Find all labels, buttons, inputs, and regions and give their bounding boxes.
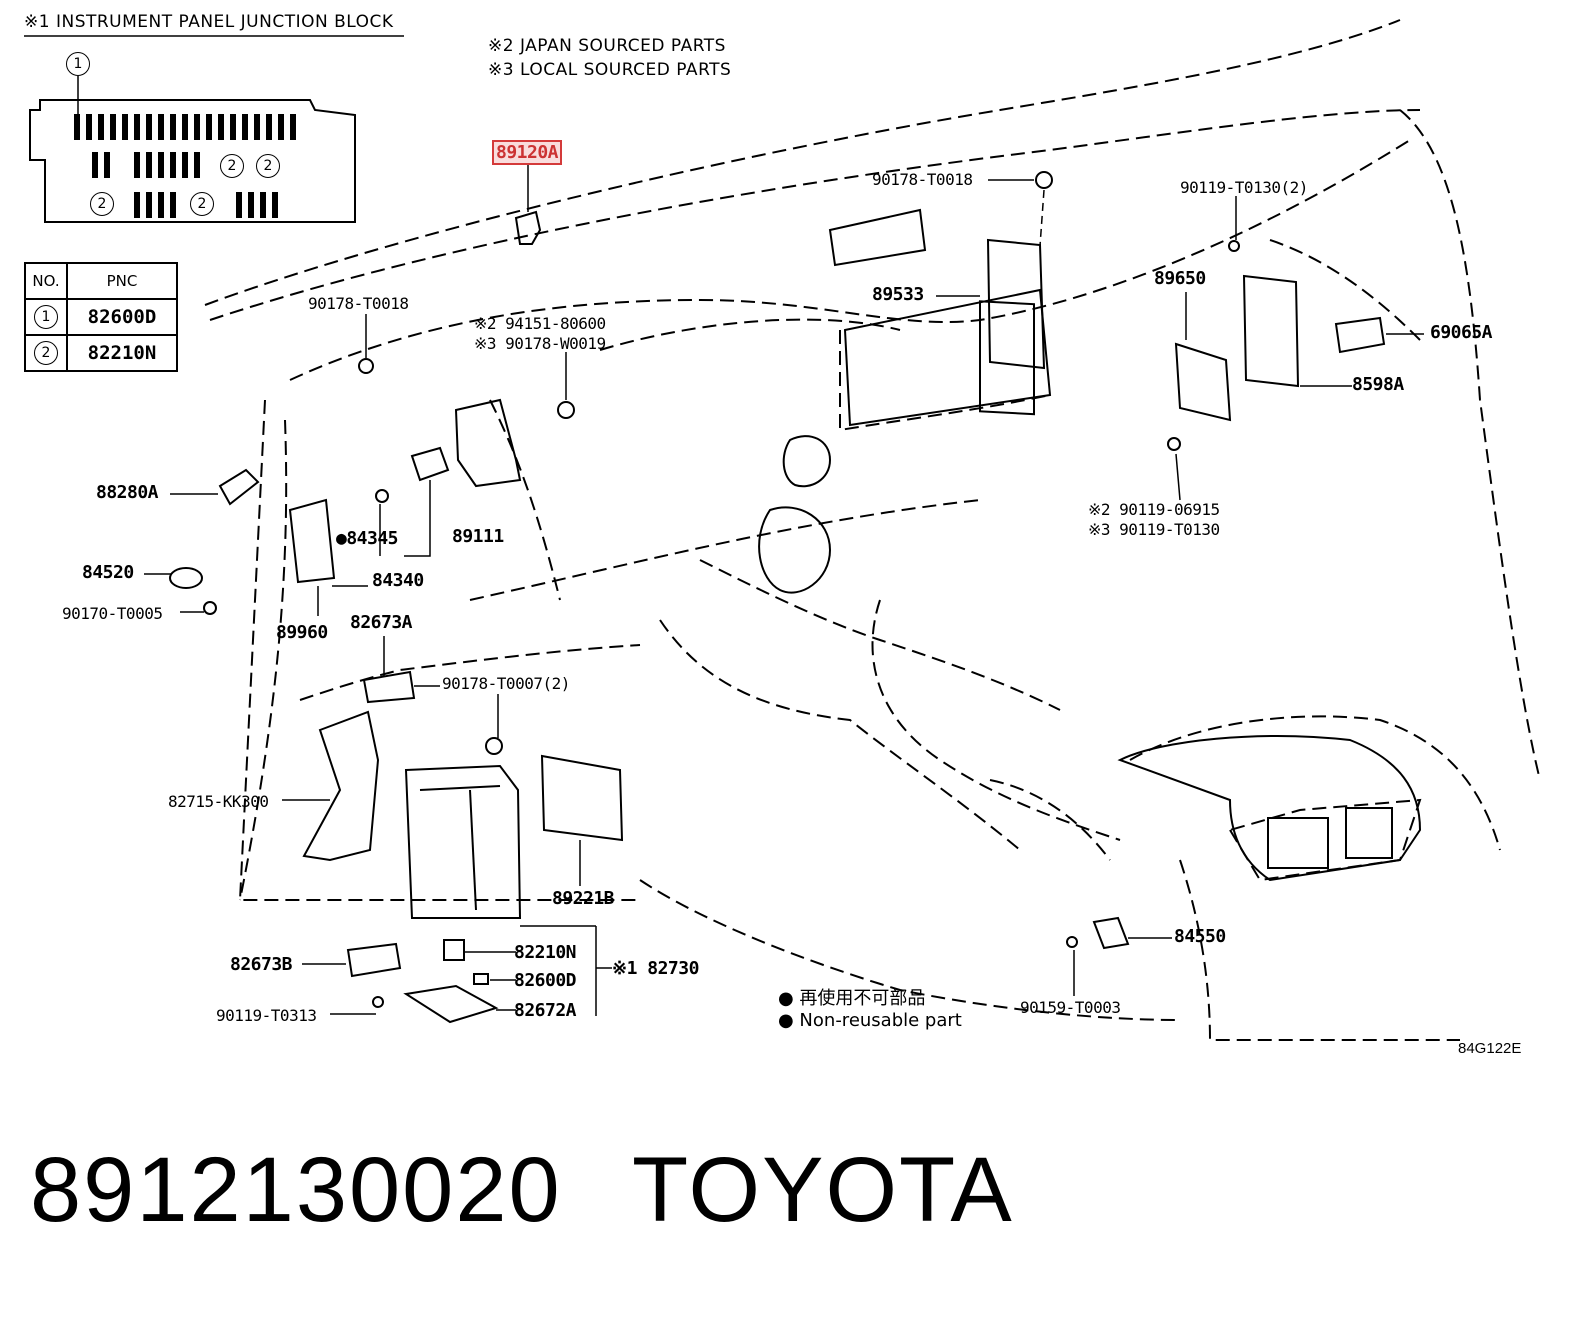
fuse-marker: 2 — [90, 192, 114, 216]
part-label-82715-KK300[interactable]: 82715-KK300 — [168, 792, 269, 811]
part-label-89533[interactable]: 89533 — [872, 284, 924, 305]
part-label-90159-T0003[interactable]: 90159-T0003 — [1020, 998, 1121, 1017]
part-label-84340[interactable]: 84340 — [372, 570, 424, 591]
fasteners — [203, 171, 1240, 1008]
part-label-90119-06915[interactable]: ※2 90119-06915 — [1088, 500, 1220, 519]
japan-parts-note: ※2 JAPAN SOURCED PARTS — [488, 36, 726, 56]
fuse-marker: 2 — [190, 192, 214, 216]
col-pnc: PNC — [66, 262, 178, 300]
legend-non-reusable-jp: ● 再使用不可部品 — [778, 988, 926, 1009]
leader-lines — [144, 164, 1424, 1016]
legend-non-reusable-en: ● Non-reusable part — [778, 1010, 962, 1031]
part-label-90178-T0018-top[interactable]: 90178-T0018 — [872, 170, 973, 189]
part-label-94151-80600[interactable]: ※2 94151-80600 — [474, 314, 606, 333]
table-row: 1 82600D — [24, 298, 178, 336]
part-label-82673B[interactable]: 82673B — [230, 954, 293, 975]
junction-block-outline — [29, 99, 356, 223]
part-label-88280A[interactable]: 88280A — [96, 482, 159, 503]
part-label-90119-T0130[interactable]: ※3 90119-T0130 — [1088, 520, 1220, 539]
part-label-90119-T0313[interactable]: 90119-T0313 — [216, 1006, 317, 1025]
junction-block-header: ※1 INSTRUMENT PANEL JUNCTION BLOCK — [24, 12, 394, 32]
brand-name: TOYOTA — [632, 1139, 1014, 1241]
part-label-84345[interactable]: ●84345 — [336, 528, 399, 549]
part-label-8598A[interactable]: 8598A — [1352, 374, 1404, 395]
part-label-89120A[interactable]: 89120A — [491, 140, 563, 165]
local-parts-note: ※3 LOCAL SOURCED PARTS — [488, 60, 732, 80]
row-number: 2 — [34, 341, 58, 365]
col-no: NO. — [24, 262, 68, 300]
figure-code: 84G122E — [1458, 1040, 1522, 1057]
part-label-89221B[interactable]: 89221B — [552, 888, 615, 909]
part-label-82672A[interactable]: 82672A — [514, 1000, 577, 1021]
fuse-marker: 2 — [220, 154, 244, 178]
row-pnc: 82600D — [66, 298, 178, 336]
part-label-89111[interactable]: 89111 — [452, 526, 504, 547]
dashboard-outline — [204, 19, 1541, 1041]
part-label-89960[interactable]: 89960 — [276, 622, 328, 643]
part-label-82730[interactable]: ※1 82730 — [612, 958, 699, 979]
pnc-table-header: NO. PNC — [24, 262, 178, 300]
part-sketches — [169, 210, 1386, 1024]
junction-callout-1: 1 — [66, 52, 90, 76]
row-number: 1 — [34, 305, 58, 329]
part-label-82600D[interactable]: 82600D — [514, 970, 577, 991]
part-label-84550[interactable]: 84550 — [1174, 926, 1226, 947]
fuse-bars — [74, 114, 296, 218]
part-number: 8912130020 — [30, 1139, 562, 1241]
rear-console — [758, 208, 1422, 882]
table-row: 2 82210N — [24, 334, 178, 372]
part-label-90170-T0005[interactable]: 90170-T0005 — [62, 604, 163, 623]
pnc-table: NO. PNC 1 82600D 2 82210N — [24, 262, 178, 372]
part-label-69065A[interactable]: 69065A — [1430, 322, 1493, 343]
part-label-89650[interactable]: 89650 — [1154, 268, 1206, 289]
row-pnc: 82210N — [66, 334, 178, 372]
fuse-marker: 2 — [256, 154, 280, 178]
part-label-82673A[interactable]: 82673A — [350, 612, 413, 633]
part-label-90119-T0130-2[interactable]: 90119-T0130(2) — [1180, 178, 1308, 197]
part-label-90178-T0007-2[interactable]: 90178-T0007(2) — [442, 674, 570, 693]
part-label-90178-W0019[interactable]: ※3 90178-W0019 — [474, 334, 606, 353]
part-label-84520[interactable]: 84520 — [82, 562, 134, 583]
part-label-82210N[interactable]: 82210N — [514, 942, 577, 963]
part-label-90178-T0018-left[interactable]: 90178-T0018 — [308, 294, 409, 313]
